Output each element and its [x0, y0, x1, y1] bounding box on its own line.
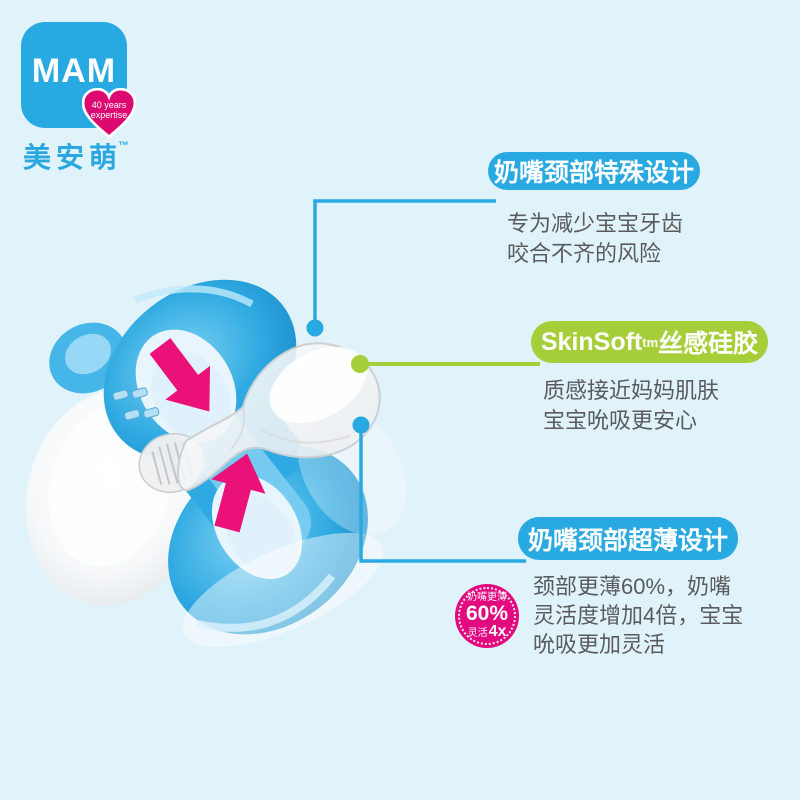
heart-icon [82, 88, 136, 139]
callout3-body: 颈部更薄60%，奶嘴 灵活度增加4倍，宝宝 吮吸更加灵活 [533, 572, 743, 659]
callout2-dot [351, 355, 369, 373]
callout2-title-tm: tm [642, 334, 659, 350]
callout1-body-line1: 专为减少宝宝牙齿 [507, 211, 684, 236]
callout2-body-line2: 宝宝吮吸更安心 [543, 408, 698, 433]
heart-expertise-label: expertise [90, 110, 128, 120]
callout3-dot [352, 416, 370, 434]
callout-connectors [306, 199, 540, 563]
callout3-title: 奶嘴颈部超薄设计 [527, 526, 728, 555]
pacifier-nipple [138, 342, 381, 494]
arrow-up-icon [211, 453, 266, 533]
callout1-title-pill: 奶嘴颈部特殊设计 [488, 152, 700, 190]
callout3-title-pill: 奶嘴颈部超薄设计 [518, 517, 738, 560]
arrow-down-icon [149, 338, 211, 412]
callout1-body: 专为减少宝宝牙齿 咬合不齐的风险 [507, 209, 683, 269]
callout1-dot [306, 319, 324, 337]
callout2-body: 质感接近妈妈肌肤 宝宝吮吸更安心 [543, 376, 719, 436]
callout2-title-latin: SkinSoft [540, 327, 643, 356]
brand-cn-text: 美安萌 [23, 142, 123, 173]
mam-logo-text: MAM [31, 52, 117, 90]
heart-years-label: 40 years [91, 100, 127, 110]
callout3-body-line2: 灵活度增加4倍，宝宝 [533, 603, 744, 628]
callout1-title: 奶嘴颈部特殊设计 [493, 159, 694, 187]
vent-slots-icon [112, 387, 160, 421]
callout1-body-line2: 咬合不齐的风险 [507, 241, 662, 266]
callout2-title-cn: 丝感硅胶 [658, 330, 759, 358]
callout3-body-line1: 颈部更薄60%，奶嘴 [533, 574, 732, 599]
callout2-body-line1: 质感接近妈妈肌肤 [543, 378, 720, 403]
badge-dotted-ring [458, 587, 516, 645]
callout3-body-line3: 吮吸更加灵活 [533, 632, 666, 657]
trademark-symbol: ™ [118, 140, 130, 152]
brand-chinese-name: 美安萌™ [23, 136, 129, 176]
